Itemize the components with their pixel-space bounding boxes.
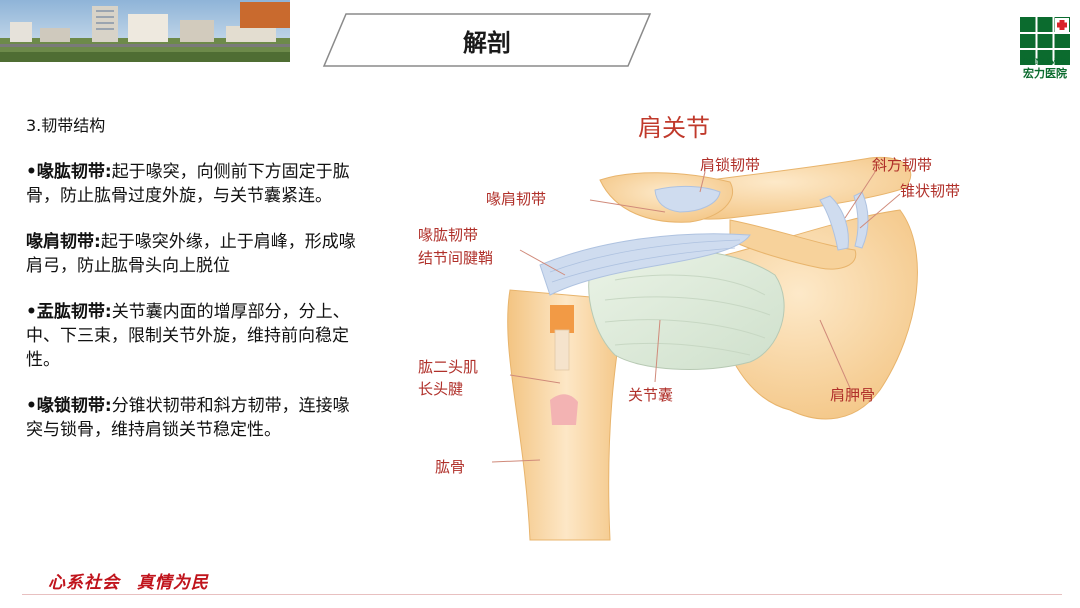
logo-english-name: HONLIVHP	[1022, 57, 1068, 66]
footer-slogan: 心系社会 真情为民	[48, 573, 209, 593]
label-coracohumeral-ligament: 喙肱韧带	[418, 226, 478, 244]
ligament-text-content: 3.韧带结构 •喙肱韧带:起于喙突，向侧前下方固定于肱骨，防止肱骨过度外旋，与关…	[26, 114, 366, 464]
label-biceps: 肱二头肌	[418, 358, 478, 376]
biceps-muscle-stub	[550, 394, 578, 425]
ligament-item-coracoclavicular: •喙锁韧带:分锥状韧带和斜方韧带，连接喙突与锁骨，维持肩锁关节稳定性。	[26, 396, 350, 440]
conoid-ligament-shape	[853, 191, 869, 249]
hospital-banner-photo	[0, 0, 290, 62]
footer-divider	[22, 594, 1062, 595]
label-conoid-ligament: 锥状韧带	[900, 182, 960, 200]
label-humerus: 肱骨	[435, 458, 465, 476]
diagram-title: 肩关节	[638, 114, 710, 142]
label-acromioclavicular-ligament: 肩锁韧带	[700, 156, 760, 174]
title-banner-shape	[322, 13, 652, 67]
hospital-logo-icon	[1020, 17, 1070, 65]
label-scapula: 肩胛骨	[830, 386, 875, 404]
acromioclavicular-ligament-shape	[654, 185, 721, 213]
label-joint-capsule: 关节囊	[628, 386, 673, 404]
label-long-head-tendon: 长头腱	[418, 380, 463, 398]
logo-chinese-name: 宏力医院	[1023, 67, 1067, 80]
trapezoid-ligament-shape	[819, 195, 849, 251]
biceps-tendon	[554, 329, 570, 371]
label-trapezoid-ligament: 斜方韧带	[872, 156, 932, 174]
biceps-tendon-sheath	[550, 305, 574, 333]
section-title: 3.韧带结构	[26, 116, 106, 135]
label-intertubercular-sheath: 结节间腱鞘	[418, 249, 493, 267]
ligament-item-coracoacromial: 喙肩韧带:起于喙突外缘，止于肩峰，形成喙肩弓，防止肱骨头向上脱位	[26, 232, 356, 276]
page-title: 解剖	[463, 28, 511, 57]
coracoid-shape	[729, 219, 857, 270]
ligament-item-coracohumeral: •喙肱韧带:起于喙突，向侧前下方固定于肱骨，防止肱骨过度外旋，与关节囊紧连。	[26, 162, 350, 206]
label-coracoacromial-ligament: 喙肩韧带	[486, 190, 546, 208]
shoulder-joint-diagram: 肩关节	[400, 100, 1040, 560]
ligament-item-glenohumeral: •盂肱韧带:关节囊内面的增厚部分，分上、中、下三束，限制关节外旋，维持前向稳定性…	[26, 302, 350, 370]
